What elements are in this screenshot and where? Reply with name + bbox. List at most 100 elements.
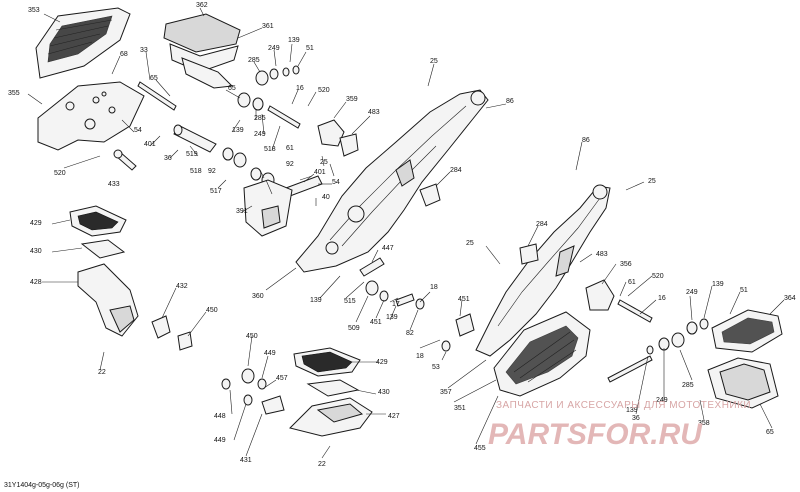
callout-65a: 65 <box>150 75 158 82</box>
callout-139e: 139 <box>386 314 398 321</box>
callout-483a: 483 <box>368 109 380 116</box>
callout-54a: 54 <box>134 127 142 134</box>
pad-430 <box>80 239 126 259</box>
plate-483 <box>339 133 359 157</box>
callout-82: 82 <box>406 330 414 337</box>
callout-358: 358 <box>698 420 710 427</box>
rod-16 <box>267 105 301 129</box>
watermark-line2: PARTSFOR.RU <box>488 418 703 451</box>
frame-360 <box>295 89 489 273</box>
callout-285c: 285 <box>682 382 694 389</box>
callout-361: 361 <box>262 23 274 30</box>
brackets-432-450 <box>151 315 193 351</box>
callout-36b: 36 <box>632 415 640 422</box>
watermark-line1: ЗАПЧАСТИ И АКСЕССУАРЫ ДЛЯ МОТОТЕХНИКИ <box>496 400 751 411</box>
callout-249a: 249 <box>268 45 280 52</box>
callout-86a: 86 <box>506 98 514 105</box>
footrest-427 <box>289 397 373 437</box>
callout-518a: 518 <box>264 146 276 153</box>
callout-16b: 16 <box>658 295 666 302</box>
callout-432: 432 <box>176 283 188 290</box>
footrest-429-lower <box>293 347 361 377</box>
callout-53: 53 <box>432 364 440 371</box>
callout-61b: 61 <box>628 279 636 286</box>
bracket-284 <box>419 183 441 207</box>
shaft-519 <box>173 124 217 153</box>
callout-517: 517 <box>210 188 222 195</box>
callout-22b: 22 <box>318 461 326 468</box>
callout-139c: 139 <box>310 297 322 304</box>
callout-451b: 451 <box>370 319 382 326</box>
callout-92b: 92 <box>286 161 294 168</box>
footrest-pad-353 <box>35 7 131 79</box>
callout-139b: 139 <box>232 127 244 134</box>
callout-357: 357 <box>440 389 452 396</box>
callout-249b: 249 <box>254 131 266 138</box>
callout-430a: 430 <box>30 248 42 255</box>
callout-364: 364 <box>784 295 796 302</box>
callout-25b: 25 <box>320 159 328 166</box>
spacer-stack-top <box>255 65 300 86</box>
callout-448: 448 <box>214 413 226 420</box>
callout-449a: 449 <box>264 350 276 357</box>
callout-391: 391 <box>236 208 248 215</box>
cover-391 <box>243 179 293 237</box>
mid-hardware <box>359 257 475 352</box>
callout-447: 447 <box>382 245 394 252</box>
callout-451a: 451 <box>458 296 470 303</box>
callout-16a: 16 <box>296 85 304 92</box>
callout-54b: 54 <box>332 179 340 186</box>
callout-353: 353 <box>28 7 40 14</box>
callout-285a: 285 <box>248 57 260 64</box>
callout-249c: 249 <box>686 289 698 296</box>
bracket-356 <box>585 279 615 311</box>
watermark: ЗАПЧАСТИ И АКСЕССУАРЫ ДЛЯ МОТОТЕХНИКИ PA… <box>488 400 751 451</box>
footrest-428 <box>77 263 139 337</box>
callout-249d: 249 <box>656 397 668 404</box>
callout-25d: 25 <box>466 240 474 247</box>
callout-labels: 353 362 361 68 33 65 249 139 51 285 25 3… <box>8 2 796 468</box>
callout-285b: 285 <box>254 115 266 122</box>
callout-51b: 51 <box>740 287 748 294</box>
callout-427: 427 <box>388 413 400 420</box>
bracket-359 <box>317 119 345 147</box>
frame-right <box>475 184 611 357</box>
reference-code: 31Y1404g-05g-06g (ST) <box>4 482 80 489</box>
callout-429b: 429 <box>376 359 388 366</box>
bolt-433 <box>113 149 137 171</box>
callout-65b: 65 <box>228 85 236 92</box>
callout-139a: 139 <box>288 37 300 44</box>
plate-351 <box>493 311 591 397</box>
callout-284a: 284 <box>450 167 462 174</box>
callout-25c: 25 <box>648 178 656 185</box>
callout-428: 428 <box>30 279 42 286</box>
callout-520a: 520 <box>318 87 330 94</box>
callout-18b: 18 <box>416 353 424 360</box>
callout-520c: 520 <box>652 273 664 280</box>
callout-518b: 518 <box>190 168 202 175</box>
callout-86b: 86 <box>582 137 590 144</box>
spacer-stack-mid <box>237 92 264 111</box>
callout-92a: 92 <box>208 168 216 175</box>
callout-401a: 401 <box>144 141 156 148</box>
callout-51a: 51 <box>306 45 314 52</box>
callout-355: 355 <box>8 90 20 97</box>
pin-33 <box>137 81 177 111</box>
callout-455: 455 <box>474 445 486 452</box>
callout-139f: 139 <box>626 407 638 414</box>
callout-483b: 483 <box>596 251 608 258</box>
callout-509: 509 <box>348 325 360 332</box>
callout-520b: 520 <box>54 170 66 177</box>
callout-431: 431 <box>240 457 252 464</box>
spacer-stack-right <box>607 299 709 383</box>
callout-360: 360 <box>252 293 264 300</box>
callout-430b: 430 <box>378 389 390 396</box>
footrest-364 <box>707 309 783 409</box>
callout-433: 433 <box>108 181 120 188</box>
bracket-355 <box>37 81 145 151</box>
callout-284b: 284 <box>536 221 548 228</box>
callout-65c: 65 <box>766 429 774 436</box>
callout-36a: 36 <box>164 155 172 162</box>
leader-lines <box>27 7 785 459</box>
